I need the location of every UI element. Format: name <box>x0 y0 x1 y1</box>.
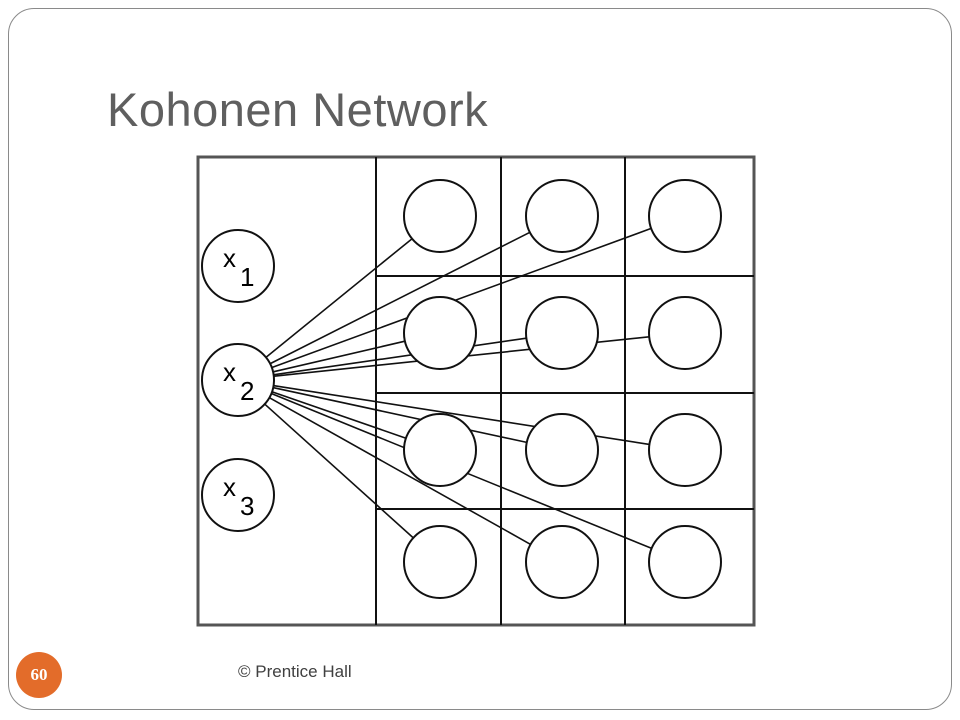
connection-x2-to-node-r2c1 <box>270 340 406 374</box>
input-node-label: x <box>223 243 236 273</box>
output-node-r3c1 <box>403 413 477 487</box>
output-node-r1c1 <box>403 179 477 253</box>
page-number-badge: 60 <box>16 652 62 698</box>
output-node-r4c2 <box>525 525 599 599</box>
output-grid <box>375 157 754 625</box>
output-node-r2c1 <box>403 296 477 370</box>
figure-frame <box>196 155 756 627</box>
output-node-r4c3 <box>648 525 722 599</box>
output-node-r2c2 <box>525 296 599 370</box>
input-node-subscript: 3 <box>240 491 254 521</box>
input-node-circle <box>201 458 275 532</box>
output-node-r4c1 <box>403 525 477 599</box>
input-node-x1: x1 <box>201 229 275 303</box>
connection-x2-to-node-r2c2 <box>271 337 527 376</box>
connection-x2-to-node-r4c2 <box>267 396 531 546</box>
connection-x2-to-node-r1c1 <box>263 238 413 360</box>
input-node-subscript: 2 <box>240 376 254 406</box>
output-node-r1c3 <box>648 179 722 253</box>
input-node-subscript: 1 <box>240 262 254 292</box>
output-node-r3c3 <box>648 413 722 487</box>
input-node-label: x <box>223 357 236 387</box>
input-node-circle <box>201 343 275 417</box>
output-nodes <box>403 179 722 599</box>
slide-frame <box>8 8 952 710</box>
input-node-x3: x3 <box>201 458 275 532</box>
connection-x2-to-node-r3c1 <box>269 390 407 439</box>
connection-x2-to-node-r1c3 <box>269 227 652 370</box>
output-node-r1c2 <box>525 179 599 253</box>
output-node-r2c3 <box>648 296 722 370</box>
input-node-label: x <box>223 472 236 502</box>
output-node-r3c2 <box>525 413 599 487</box>
input-node-circle <box>201 229 275 303</box>
input-node-x2: x2 <box>201 343 275 417</box>
connection-x2-to-node-r1c2 <box>267 231 531 366</box>
connection-x2-to-node-r3c2 <box>271 386 527 444</box>
connection-x2-to-node-r4c1 <box>262 402 414 539</box>
footer-copyright: © Prentice Hall <box>238 662 352 681</box>
slide-title: Kohonen Network <box>107 83 489 136</box>
